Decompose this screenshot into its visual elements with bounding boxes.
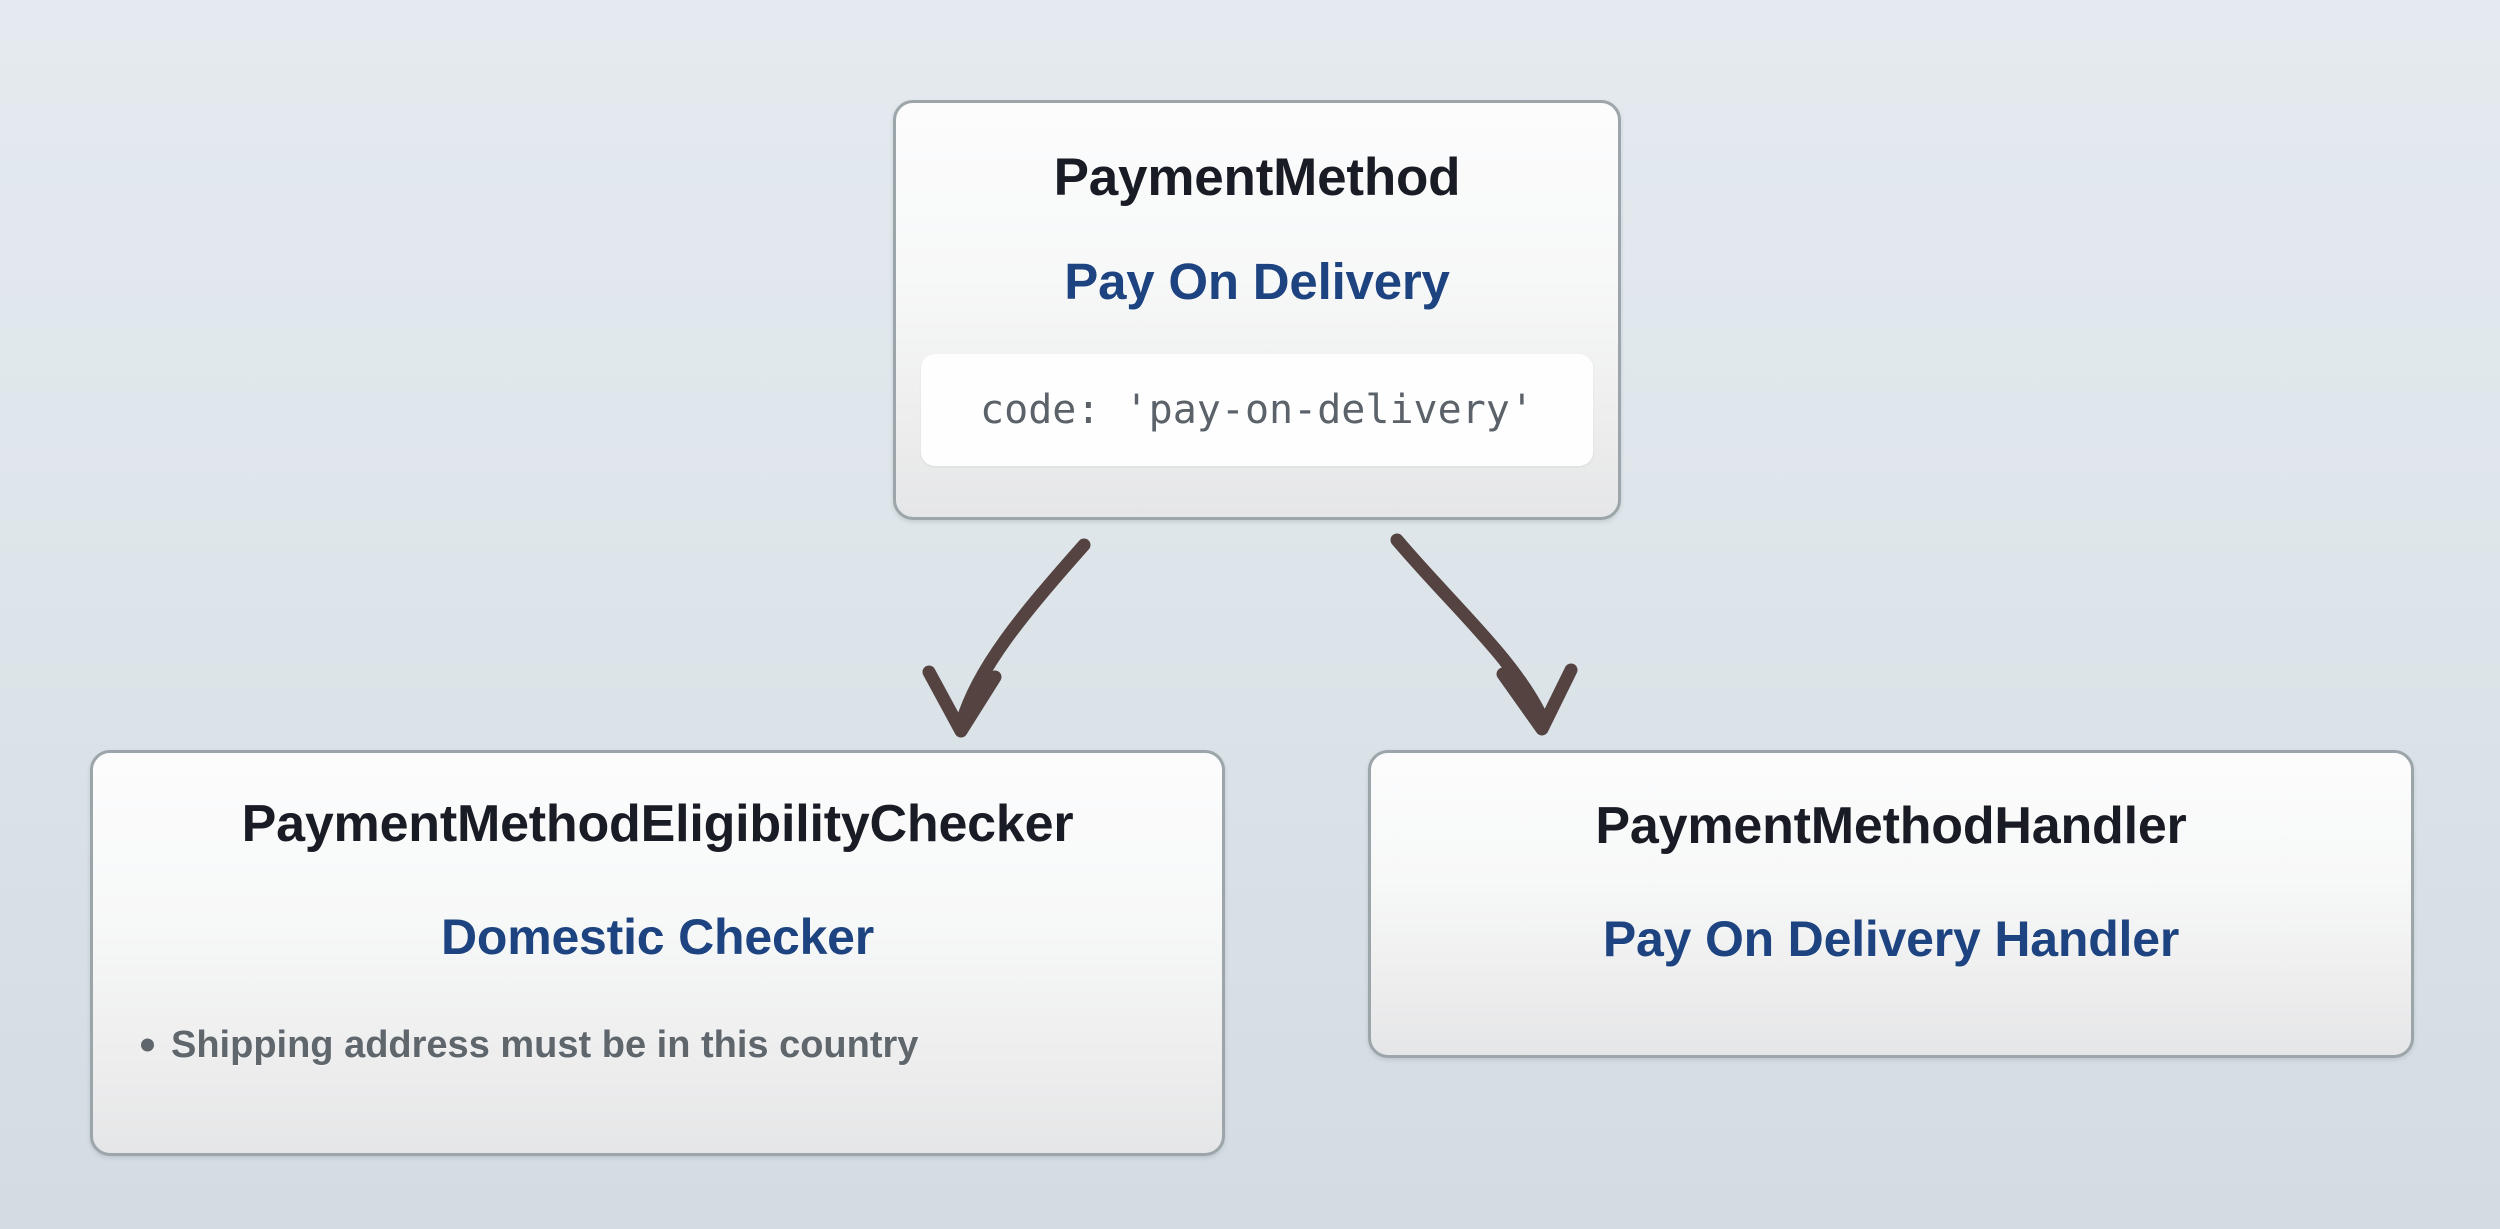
node-name-label: Pay On Delivery Handler (1602, 911, 2180, 967)
node-name-label: Domestic Checker (440, 909, 875, 965)
arrow-to-payment-handler-head (1496, 663, 1578, 736)
arrow-to-eligibility-checker-head (922, 665, 1002, 738)
node-type-label: PaymentMethodEligibilityChecker (241, 795, 1074, 853)
arrow-to-eligibility-checker (955, 538, 1091, 729)
bullet-icon (141, 1038, 154, 1052)
node-type-label: PaymentMethod (1053, 148, 1461, 207)
node-code-chip: code: 'pay-on-delivery' (921, 354, 1593, 466)
list-item: Shipping address must be in this country (141, 1023, 1222, 1067)
criteria-text: Shipping address must be in this country (171, 1024, 919, 1066)
node-payment-method-eligibility-checker[interactable]: PaymentMethodEligibilityChecker Domestic… (90, 750, 1225, 1156)
node-payment-method-handler[interactable]: PaymentMethodHandler Pay On Delivery Han… (1368, 750, 2414, 1058)
arrow-to-payment-handler (1390, 533, 1549, 725)
node-payment-method[interactable]: PaymentMethod Pay On Delivery code: 'pay… (893, 100, 1621, 520)
node-name-label: Pay On Delivery (1064, 253, 1450, 310)
criteria-list: Shipping address must be in this country (93, 1023, 1222, 1067)
node-type-label: PaymentMethodHandler (1595, 797, 2187, 855)
